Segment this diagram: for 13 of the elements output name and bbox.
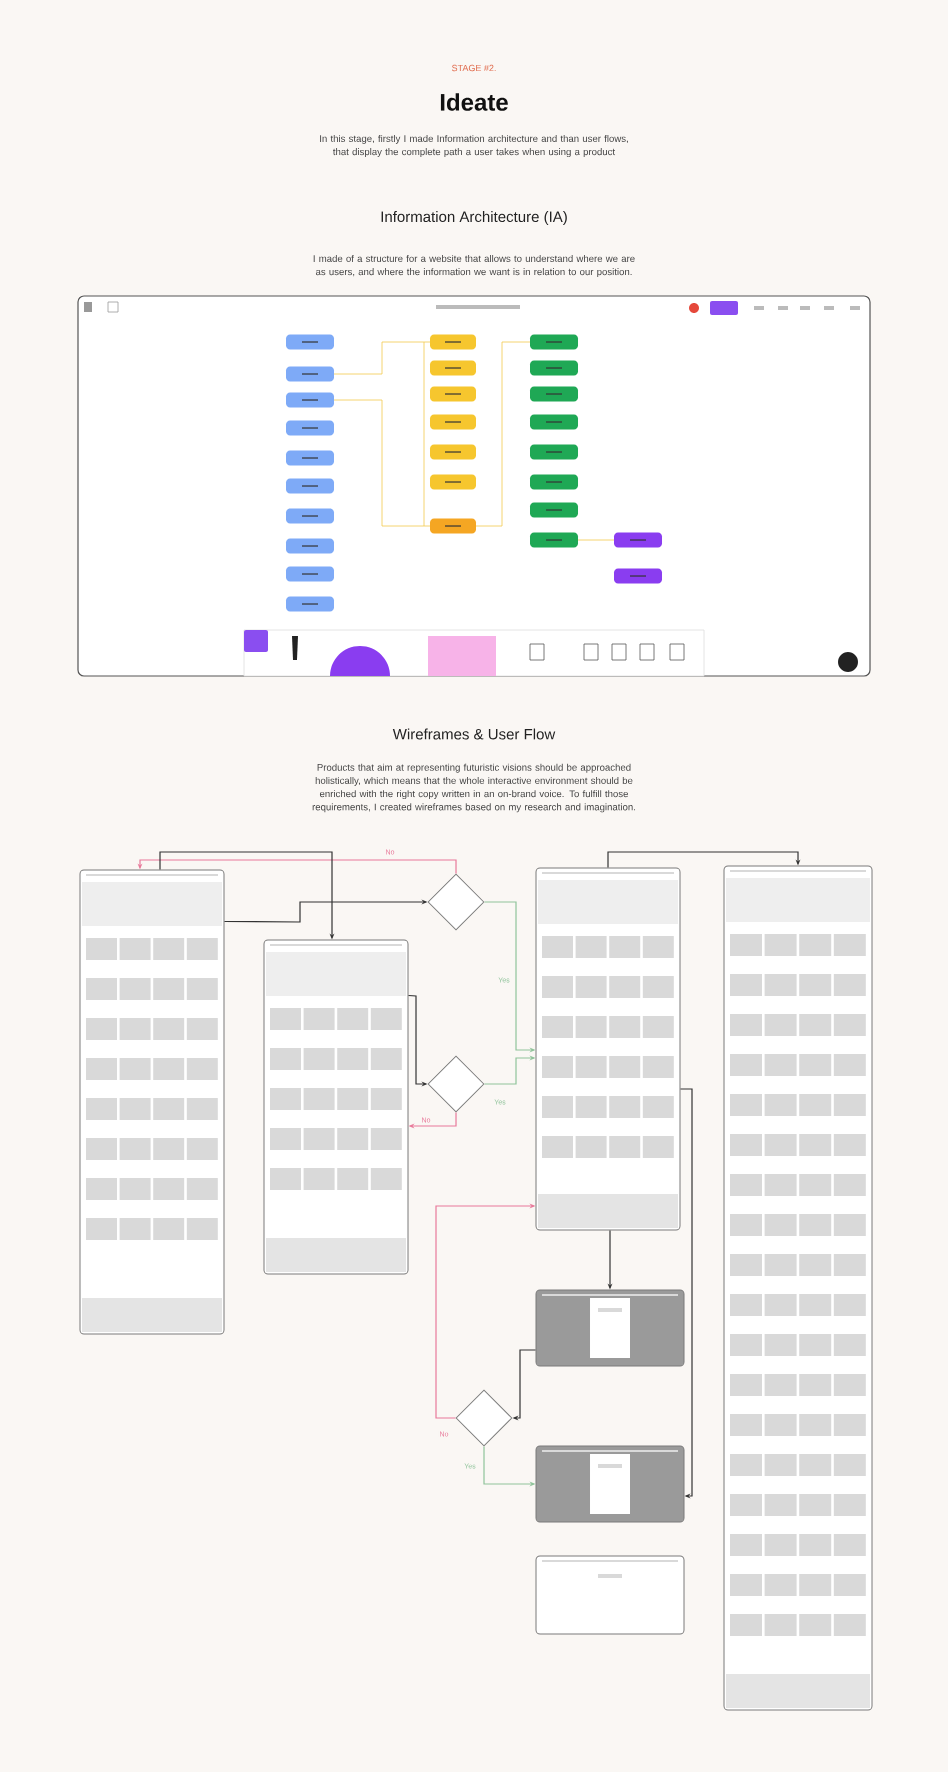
wireframe-drawing xyxy=(535,1555,685,1635)
decision-diamond xyxy=(427,873,485,931)
wireframe-drawing xyxy=(535,867,681,1231)
wireframe-drawing xyxy=(535,1445,685,1523)
title: Ideate xyxy=(440,93,508,111)
wireframe-drawing xyxy=(535,1289,685,1367)
wireframe-drawing xyxy=(79,869,225,1335)
arrow xyxy=(679,1088,693,1499)
arrow xyxy=(607,851,801,869)
wireframe-drawing xyxy=(723,865,873,1711)
decision-diamond xyxy=(455,1389,513,1447)
wireframe-drawing xyxy=(263,939,409,1275)
decision-diamond xyxy=(427,1055,485,1113)
